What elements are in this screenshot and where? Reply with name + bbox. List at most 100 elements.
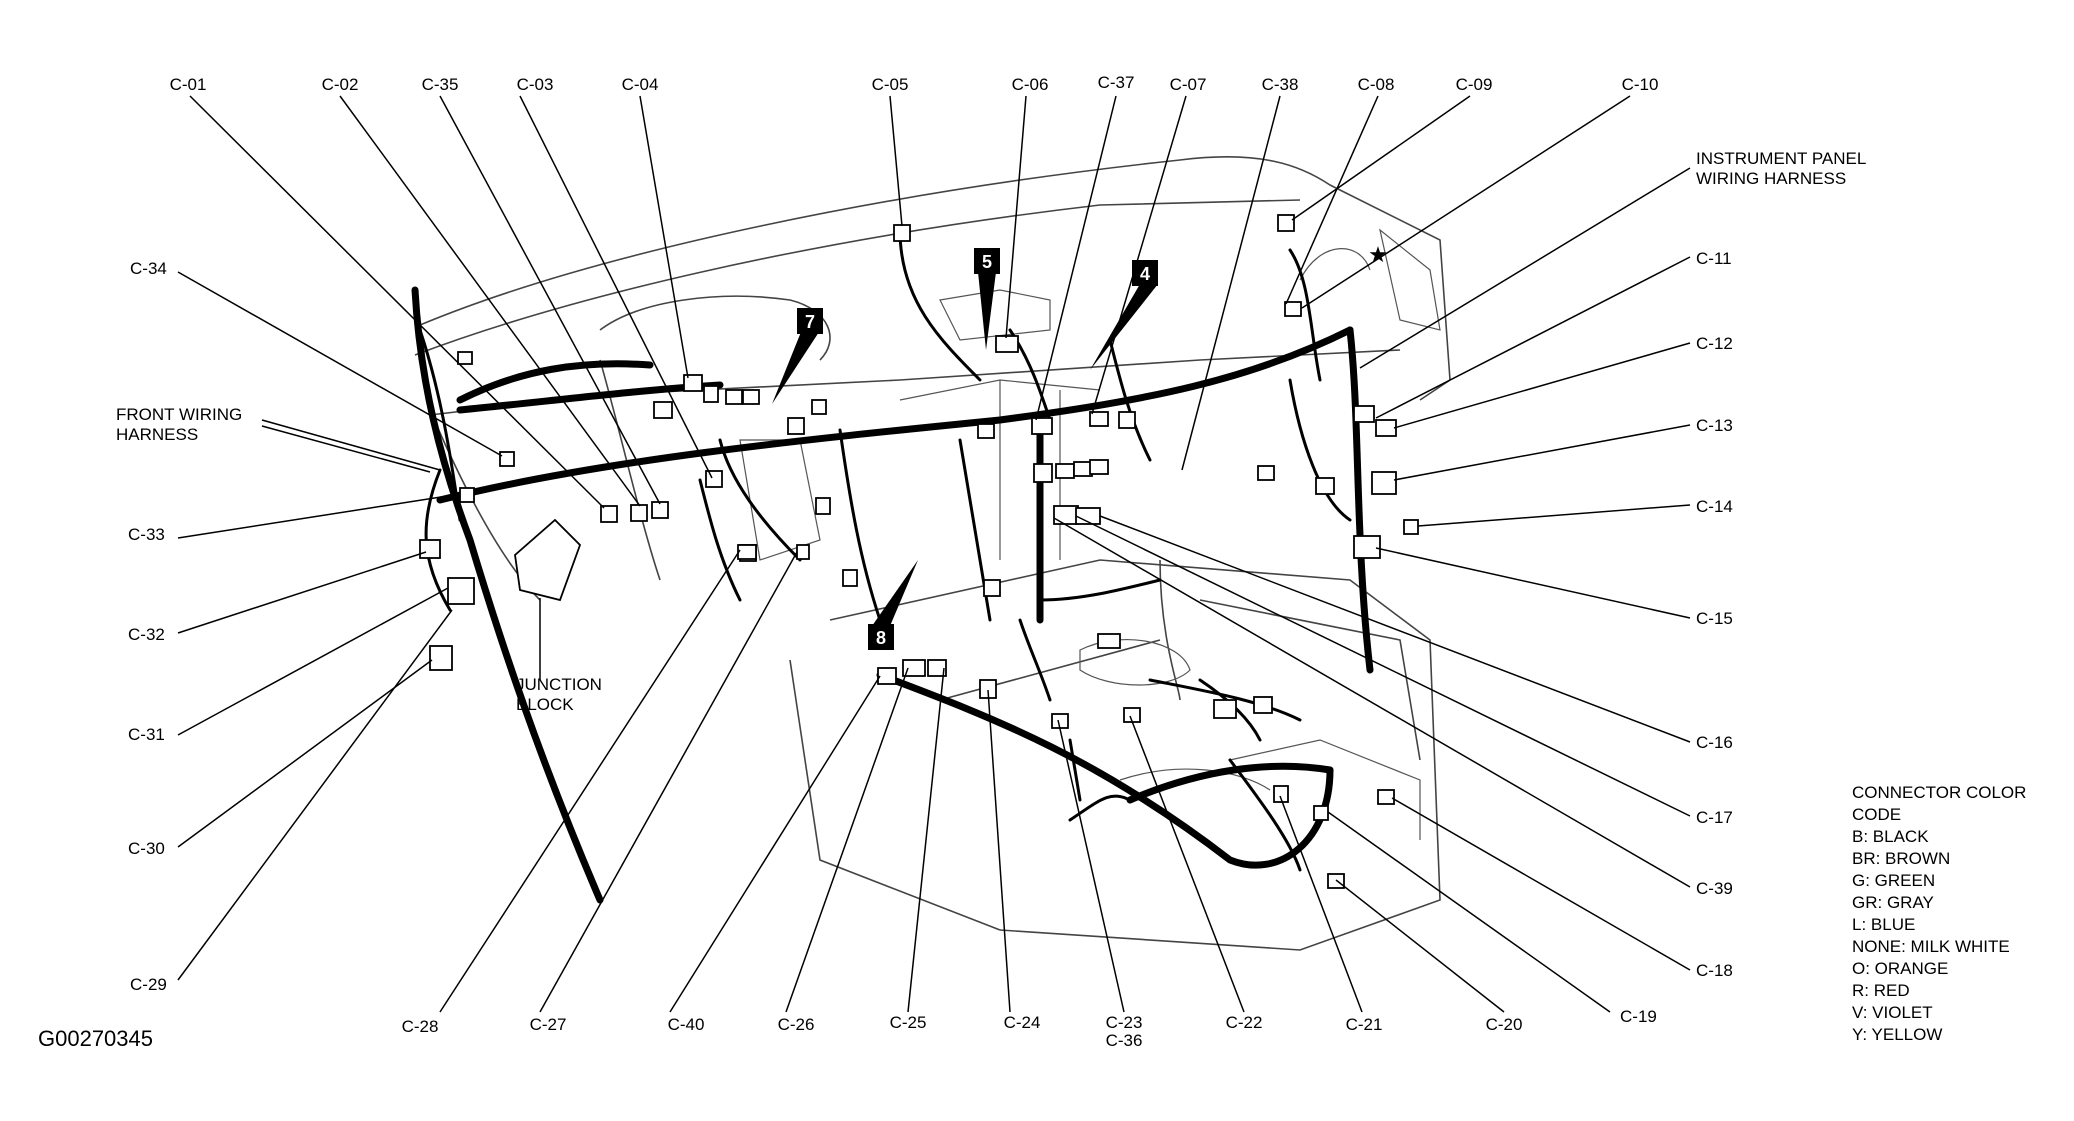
connector xyxy=(842,569,858,587)
connector xyxy=(995,335,1019,353)
callout-c-22: C-22 xyxy=(1226,1013,1263,1032)
connector xyxy=(1253,696,1273,714)
connector xyxy=(725,389,743,405)
connector xyxy=(737,544,757,560)
callout-c-33: C-33 xyxy=(128,525,165,544)
connector xyxy=(1371,471,1397,495)
callout-c-03: C-03 xyxy=(517,75,554,94)
connector xyxy=(705,470,723,488)
connector xyxy=(630,504,648,522)
callout-c-10: C-10 xyxy=(1622,75,1659,94)
connector xyxy=(1257,465,1275,481)
connector xyxy=(459,487,475,503)
connector xyxy=(419,539,441,559)
connector xyxy=(1327,873,1345,889)
connector xyxy=(893,224,911,242)
legend-item: R: RED xyxy=(1852,981,1910,1000)
callout-c-24: C-24 xyxy=(1004,1013,1041,1032)
connector xyxy=(600,505,618,523)
callout-c-06: C-06 xyxy=(1012,75,1049,94)
front-wiring-harness-label: FRONT WIRING xyxy=(116,405,242,424)
legend-item: O: ORANGE xyxy=(1852,959,1948,978)
callout-c-18: C-18 xyxy=(1696,961,1733,980)
marker-5: 5 xyxy=(974,248,1000,350)
connector xyxy=(1377,789,1395,805)
callout-c-12: C-12 xyxy=(1696,334,1733,353)
callout-c-28: C-28 xyxy=(402,1017,439,1036)
connector xyxy=(1213,699,1237,719)
connector xyxy=(1353,405,1375,423)
legend-item: BR: BROWN xyxy=(1852,849,1950,868)
callout-c-20: C-20 xyxy=(1486,1015,1523,1034)
legend-item: B: BLACK xyxy=(1852,827,1929,846)
legend-item: V: VIOLET xyxy=(1852,1003,1933,1022)
callout-c-16: C-16 xyxy=(1696,733,1733,752)
connector xyxy=(1033,463,1053,483)
callout-c-29: C-29 xyxy=(130,975,167,994)
callout-c-07: C-07 xyxy=(1170,75,1207,94)
callout-c-15: C-15 xyxy=(1696,609,1733,628)
connector xyxy=(499,451,515,467)
marker-4: 4 xyxy=(1090,260,1158,370)
callout-c-25: C-25 xyxy=(890,1013,927,1032)
connector xyxy=(796,544,810,560)
callout-c-19: C-19 xyxy=(1620,1007,1657,1026)
connector xyxy=(1118,411,1136,429)
connector xyxy=(902,659,926,677)
connector xyxy=(877,667,897,685)
callout-c-35: C-35 xyxy=(422,75,459,94)
top-callouts: C-01 C-02 C-35 C-03 C-04 C-05 C-06 C-37 … xyxy=(170,73,1659,94)
instrument-panel-harness xyxy=(436,326,1354,504)
callout-c-40: C-40 xyxy=(668,1015,705,1034)
connector xyxy=(1089,459,1109,475)
left-callouts: C-34 C-33 C-32 C-31 C-30 C-29 xyxy=(128,259,167,994)
connector xyxy=(815,497,831,515)
connector xyxy=(1403,519,1419,535)
callout-c-02: C-02 xyxy=(322,75,359,94)
legend-item: G: GREEN xyxy=(1852,871,1935,890)
callout-c-13: C-13 xyxy=(1696,416,1733,435)
callout-c-08: C-08 xyxy=(1358,75,1395,94)
connector xyxy=(742,389,760,405)
connector xyxy=(1313,805,1329,821)
leader-lines xyxy=(177,95,1691,1013)
callout-c-11: C-11 xyxy=(1696,249,1732,268)
connector xyxy=(787,417,805,435)
svg-text:5: 5 xyxy=(982,252,992,272)
color-code-legend: CONNECTOR COLOR CODE B: BLACK BR: BROWN … xyxy=(1852,783,2026,1044)
legend-item: GR: GRAY xyxy=(1852,893,1934,912)
connector xyxy=(457,351,473,365)
front-wiring-harness xyxy=(411,286,604,904)
callout-c-36: C-36 xyxy=(1106,1031,1143,1050)
numbered-markers: 5 4 7 8 ★ xyxy=(772,242,1388,650)
connector xyxy=(1097,633,1121,649)
connector xyxy=(1375,419,1397,437)
callout-c-17: C-17 xyxy=(1696,808,1733,827)
legend-title: CONNECTOR COLOR xyxy=(1852,783,2026,802)
callout-c-32: C-32 xyxy=(128,625,165,644)
svg-text:4: 4 xyxy=(1140,264,1150,284)
marker-7: 7 xyxy=(772,308,823,404)
connector xyxy=(429,645,453,671)
connector-boxes xyxy=(419,214,1419,889)
connector xyxy=(651,501,669,519)
callout-c-23: C-23 xyxy=(1106,1013,1143,1032)
figure-id: G00270345 xyxy=(38,1026,153,1051)
callout-c-30: C-30 xyxy=(128,839,165,858)
legend-item: Y: YELLOW xyxy=(1852,1025,1942,1044)
marker-8: 8 xyxy=(868,560,918,650)
callout-c-27: C-27 xyxy=(530,1015,567,1034)
junction-block-label: JUNCTION xyxy=(516,675,602,694)
descriptive-labels: FRONT WIRING HARNESS INSTRUMENT PANEL WI… xyxy=(116,149,1866,714)
callout-c-26: C-26 xyxy=(778,1015,815,1034)
callout-c-31: C-31 xyxy=(128,725,165,744)
connector xyxy=(1055,463,1075,479)
connector xyxy=(983,579,1001,597)
callout-c-21: C-21 xyxy=(1346,1015,1383,1034)
connector xyxy=(683,374,703,392)
connector xyxy=(1089,411,1109,427)
callout-c-09: C-09 xyxy=(1456,75,1493,94)
connector xyxy=(703,385,719,403)
